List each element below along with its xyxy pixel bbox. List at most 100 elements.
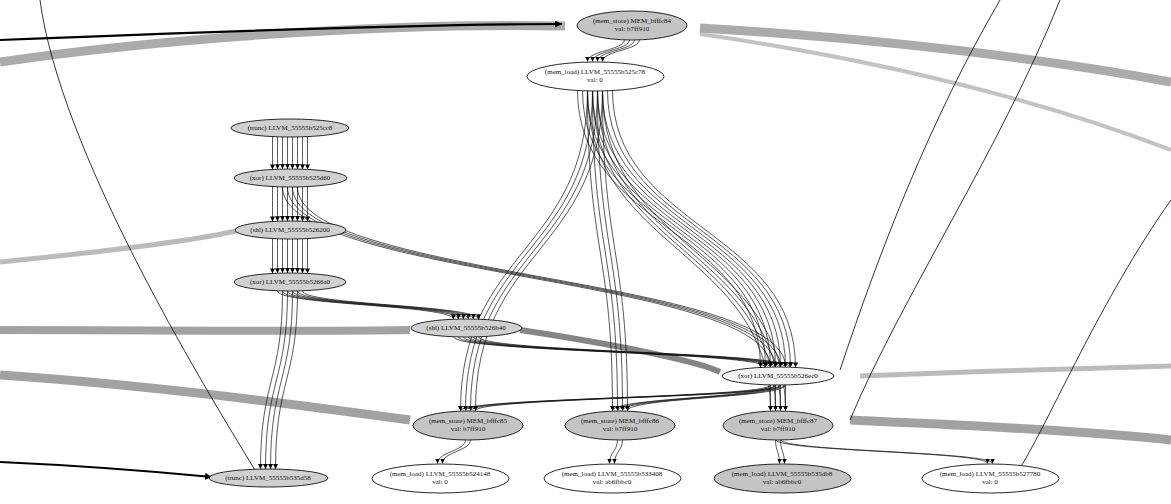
- dataflow-edge: [307, 137, 308, 170]
- dataflow-edge: [307, 239, 308, 274]
- graph-node: (mem_store) MEM_bfffc87val: b7ff910: [722, 410, 834, 441]
- dataflow-edge: [277, 187, 278, 221]
- edge-line: [840, 0, 1000, 370]
- dataflow-edge: [443, 439, 471, 463]
- node-value: val: b7ff910: [429, 425, 507, 433]
- graph-node: (mem_load) LLVM_55555b535db8val: ab6fbbc…: [713, 463, 852, 494]
- dataflow-edge: [438, 439, 466, 463]
- dataflow-edge: [588, 39, 625, 61]
- dataflow-edge: [598, 90, 623, 410]
- node-value: val: b7ff910: [593, 25, 671, 33]
- node-label: (mem_store) MEM_bfffc86: [581, 417, 659, 425]
- graph-node: (shl) LLVM_55555b526b40: [410, 318, 523, 338]
- dataflow-edge: [583, 90, 766, 367]
- dataflow-edge: [593, 90, 776, 410]
- edge-bundle: [0, 326, 410, 335]
- dataflow-edge: [476, 385, 786, 411]
- edge-bundle: [0, 230, 240, 262]
- dataflow-edge: [293, 187, 781, 367]
- node-label: (xor) LLVM_55555b525d60: [250, 174, 330, 182]
- edge-bundle: [860, 366, 1171, 376]
- node-value: val: ab6fbbc0: [732, 478, 833, 486]
- graph-node: (xor) LLVM_55555b526ec0: [721, 366, 835, 386]
- dataflow-edge: [776, 439, 780, 463]
- dataflow-edge: [282, 137, 283, 169]
- node-value: val: 0: [940, 478, 1041, 486]
- graph-node: (mem_load) LLVM_55555b533408val: ab6fbbc…: [543, 463, 682, 494]
- dataflow-edge: [593, 39, 630, 61]
- dataflow-edge: [272, 239, 273, 274]
- dataflow-edge: [603, 39, 640, 61]
- graph-node: (mem_load) LLVM_55555b525c78val: 0: [526, 61, 665, 92]
- dataflow-edge: [781, 439, 993, 463]
- edge-bundle: [700, 34, 1171, 150]
- dataflow-edge: [623, 385, 781, 411]
- dataflow-edge: [588, 90, 771, 367]
- dataflow-edge: [466, 90, 593, 410]
- dataflow-edge: [277, 137, 278, 169]
- dataflow-edge: [277, 239, 278, 273]
- graph-node: (mem_load) LLVM_55555b524148val: 0: [371, 463, 510, 494]
- node-value: val: ab6fbbc0: [562, 478, 663, 486]
- dataflow-edge: [598, 90, 781, 410]
- dataflow-edge: [610, 439, 618, 463]
- node-label: (mem_load) LLVM_55555b535db8: [732, 470, 833, 478]
- dataflow-edge: [292, 239, 293, 273]
- node-label: (mem_load) LLVM_55555b533408: [562, 470, 663, 478]
- dataflow-edge: [272, 187, 273, 222]
- dataflow-edge: [287, 239, 288, 273]
- dataflow-edge: [618, 385, 776, 411]
- dataflow-edge: [578, 90, 761, 367]
- node-label: (xor) LLVM_55555b5266a0: [250, 278, 330, 286]
- dataflow-edge: [293, 291, 469, 319]
- dataflow-edge: [471, 90, 598, 410]
- dataflow-edge: [287, 137, 288, 169]
- dataflow-edge: [603, 90, 628, 410]
- node-label: (mem_load) LLVM_55555b525c78: [545, 68, 645, 76]
- dataflow-edge: [588, 90, 771, 410]
- dataflow-edge: [770, 385, 771, 411]
- graph-node: (xor) LLVM_55555b525d60: [233, 168, 348, 188]
- node-value: val: b7ff910: [739, 425, 817, 433]
- graph-node: (xor) LLVM_55555b5266a0: [233, 272, 347, 292]
- edge-line: [40, 0, 255, 470]
- node-label: (shl) LLVM_55555b526b40: [426, 324, 505, 332]
- dataflow-edge: [297, 239, 298, 273]
- dataflow-edge: [603, 90, 786, 410]
- dataflow-edge: [303, 291, 479, 319]
- edge-line: [850, 0, 1060, 420]
- dataflow-edge: [461, 90, 588, 410]
- edge-bundle: [700, 28, 1171, 82]
- dataflow-edge: [276, 291, 298, 469]
- node-label: (mem_store) MEM_bfffc85: [429, 417, 507, 425]
- edge-bundle: [850, 420, 1171, 440]
- graph-node: (shl) LLVM_55555b526200: [234, 220, 347, 240]
- dataflow-edge: [271, 291, 293, 469]
- graph-node: (trunc) LLVM_55555b525cc8: [230, 118, 350, 138]
- graph-node: (mem_load) LLVM_55555b527780val: 0: [921, 463, 1060, 494]
- edge-line: [0, 24, 562, 40]
- node-label: (xor) LLVM_55555b526ec0: [738, 372, 818, 380]
- dataflow-edge: [282, 239, 283, 273]
- dataflow-edge: [775, 385, 776, 411]
- dataflow-edge: [288, 187, 776, 367]
- dataflow-edge: [302, 137, 303, 169]
- dataflow-edge: [288, 291, 464, 319]
- dataflow-edge: [298, 291, 474, 319]
- dataflow-edge: [302, 239, 303, 273]
- node-label: (mem_load) LLVM_55555b527780: [940, 470, 1041, 478]
- graph-node: (trunc) LLVM_55555b535d58: [208, 468, 329, 488]
- dataflow-edge: [593, 90, 618, 410]
- dataflow-edge: [785, 385, 786, 411]
- dataflow-edge: [479, 337, 791, 367]
- dataflow-edge: [297, 137, 298, 169]
- graph-node: (mem_store) MEM_bfffc85val: b7ff910: [412, 410, 524, 441]
- dataflow-edge: [628, 385, 786, 411]
- edge-line: [1020, 200, 1171, 468]
- dataflow-edge: [476, 90, 603, 410]
- dataflow-edge: [283, 187, 771, 367]
- node-label: (mem_store) MEM_bfffc87: [739, 417, 817, 425]
- dataflow-edge: [615, 439, 623, 463]
- dataflow-edge: [598, 39, 635, 61]
- node-label: (trunc) LLVM_55555b535d58: [225, 474, 310, 482]
